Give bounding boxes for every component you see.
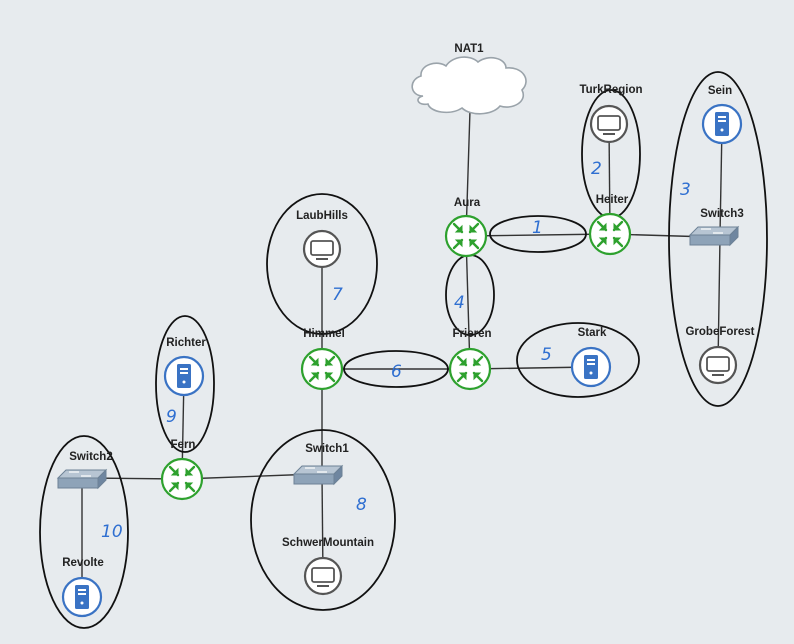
- stark-label: Stark: [578, 327, 607, 339]
- fern-router-icon[interactable]: [160, 457, 204, 501]
- segment-numbers: 1 2 3 4 5 6 7 8 9 10: [101, 159, 691, 542]
- switch2-switch-icon[interactable]: [57, 469, 107, 489]
- segment-number-10: 10: [101, 522, 123, 542]
- segment-number-1: 1: [532, 218, 543, 238]
- segment-ring-8: [250, 429, 396, 611]
- richter-label: Richter: [166, 337, 206, 349]
- segment-ring-7: [266, 193, 378, 335]
- segment-number-4: 4: [454, 293, 465, 313]
- segment-rings: [39, 71, 768, 629]
- segment-ring-6: [343, 350, 449, 388]
- laubhills-pc-icon[interactable]: [302, 229, 342, 269]
- segment-number-7: 7: [332, 285, 343, 305]
- schwermountain-pc-icon[interactable]: [303, 556, 343, 596]
- segment-ring-9: [155, 315, 215, 453]
- laubhills-label: LaubHills: [296, 210, 348, 222]
- link-aura-frieren: [465, 235, 471, 370]
- link-switch3-grobeforest: [717, 236, 721, 366]
- grobeforest-pc-icon[interactable]: [698, 345, 738, 385]
- stark-server-icon[interactable]: [570, 346, 612, 388]
- aura-label: Aura: [454, 197, 481, 209]
- link-sein-switch3: [719, 125, 723, 236]
- segment-number-9: 9: [166, 407, 177, 427]
- fern-label: Fern: [171, 439, 196, 451]
- segment-number-8: 8: [356, 495, 367, 515]
- switch2-label: Switch2: [69, 451, 112, 463]
- nat1-cloud[interactable]: [411, 56, 527, 115]
- sein-server-icon[interactable]: [701, 103, 743, 145]
- revolte-server-icon[interactable]: [61, 576, 103, 618]
- frieren-router-icon[interactable]: [448, 347, 492, 391]
- segment-ring-3: [668, 71, 768, 407]
- switch1-switch-icon[interactable]: [293, 465, 343, 485]
- device-labels: NAT1 TurkRegion Sein Aura Heiter Switch3…: [62, 43, 754, 569]
- frieren-label: Frieren: [453, 328, 492, 340]
- sein-label: Sein: [708, 85, 732, 97]
- switch1-label: Switch1: [305, 443, 349, 455]
- segment-number-6: 6: [391, 362, 402, 382]
- heiter-label: Heiter: [596, 194, 629, 206]
- richter-server-icon[interactable]: [163, 355, 205, 397]
- links: [81, 109, 723, 597]
- switch3-switch-icon[interactable]: [689, 226, 739, 246]
- segment-number-2: 2: [591, 159, 602, 179]
- segment-number-5: 5: [541, 345, 552, 365]
- heiter-router-icon[interactable]: [588, 212, 632, 256]
- turkregion-pc-icon[interactable]: [589, 104, 629, 144]
- segment-number-3: 3: [680, 180, 691, 200]
- himmel-router-icon[interactable]: [300, 347, 344, 391]
- himmel-label: Himmel: [303, 328, 345, 340]
- segment-ring-5: [516, 322, 640, 398]
- aura-router-icon[interactable]: [444, 214, 488, 258]
- turkregion-label: TurkRegion: [579, 84, 642, 96]
- nat1-label: NAT1: [454, 43, 484, 55]
- grobeforest-label: GrobeForest: [685, 326, 754, 338]
- switch3-label: Switch3: [700, 208, 743, 220]
- revolte-label: Revolte: [62, 557, 104, 569]
- cloud-icon: [411, 56, 527, 115]
- schwermountain-label: SchwerMountain: [282, 537, 374, 549]
- segment-ring-10: [39, 435, 129, 629]
- segment-ring-1: [489, 215, 587, 253]
